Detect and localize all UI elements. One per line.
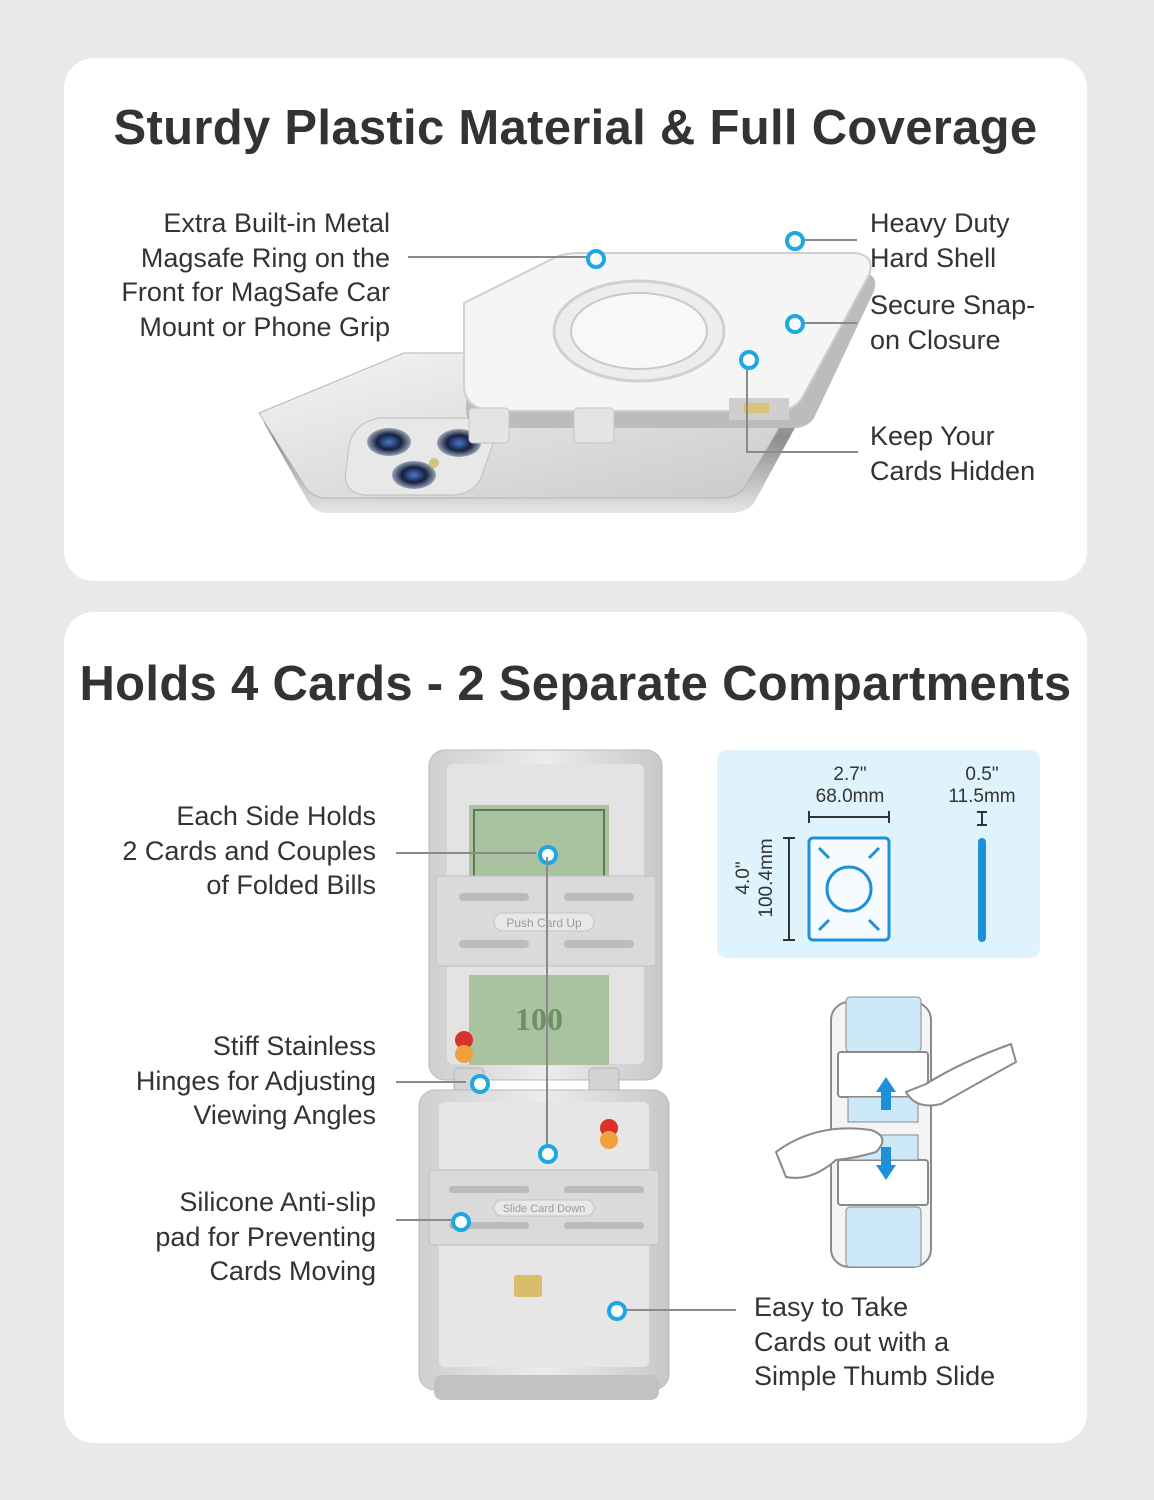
push-card-up-text: Push Card Up: [506, 916, 582, 930]
magsafe-ring-marker: [586, 249, 606, 269]
magsafe-ring-leader-line: [408, 256, 588, 258]
snap-closure-marker: [785, 314, 805, 334]
height-mm-text: 100.4mm: [756, 838, 777, 917]
top-section-title: Sturdy Plastic Material & Full Coverage: [113, 101, 1038, 155]
hard-shell-leader-line: [799, 239, 857, 241]
dimension-spec-box: 2.7" 68.0mm 0.5" 11.5mm 4.0" 100.4mm: [717, 750, 1040, 958]
each-side-marker: [538, 845, 558, 865]
hinges-marker: [470, 1074, 490, 1094]
cards-hidden-leader-line-vertical: [746, 364, 748, 452]
card-slot-marker: [538, 1144, 558, 1164]
slide-card-down-text: Slide Card Down: [503, 1203, 586, 1215]
silicone-pad-leader-line: [396, 1219, 451, 1221]
cards-hidden-leader-line-horizontal: [746, 451, 858, 453]
hinges-label: Stiff Stainless Hinges for Adjusting Vie…: [135, 1031, 376, 1130]
each-side-vertical-line: [546, 857, 548, 1147]
width-mm-text: 68.0mm: [816, 786, 885, 807]
open-wallet-illustration: Push Card Up 100 Slide Card Down: [418, 749, 670, 1400]
cards-hidden-label: Keep Your Cards Hidden: [870, 421, 1036, 486]
bill-value-text: 100: [515, 1001, 563, 1037]
cards-hidden-marker: [739, 350, 759, 370]
hard-shell-marker: [785, 231, 805, 251]
thickness-mm-text: 11.5mm: [948, 786, 1015, 807]
magsafe-ring-label: Extra Built-in Metal Magsafe Ring on the…: [121, 208, 390, 342]
hinges-leader-line: [396, 1081, 466, 1083]
thumb-slide-illustration: [774, 996, 1018, 1268]
top-feature-panel: Sturdy Plastic Material & Full Coverage: [64, 58, 1087, 581]
silicone-pad-label: Silicone Anti-slip pad for Preventing Ca…: [155, 1187, 376, 1286]
thickness-inches-text: 0.5": [965, 764, 998, 785]
height-inches-text: 4.0": [733, 861, 754, 894]
thumb-slide-leader-line: [624, 1309, 736, 1311]
bottom-feature-panel: Holds 4 Cards - 2 Separate Compartments …: [64, 612, 1087, 1443]
thumb-slide-marker: [607, 1301, 627, 1321]
each-side-label: Each Side Holds 2 Cards and Couples of F…: [122, 801, 376, 900]
silicone-pad-marker: [451, 1212, 471, 1232]
bottom-section-title: Holds 4 Cards - 2 Separate Compartments: [79, 657, 1072, 711]
each-side-leader-line: [396, 852, 536, 854]
width-inches-text: 2.7": [833, 764, 866, 785]
phone-wallet-illustration: [258, 252, 876, 513]
thumb-slide-label: Easy to Take Cards out with a Simple Thu…: [754, 1292, 996, 1391]
snap-closure-label: Secure Snap- on Closure: [870, 290, 1036, 355]
snap-closure-leader-line: [801, 322, 857, 324]
hard-shell-label: Heavy Duty Hard Shell: [870, 208, 1010, 273]
